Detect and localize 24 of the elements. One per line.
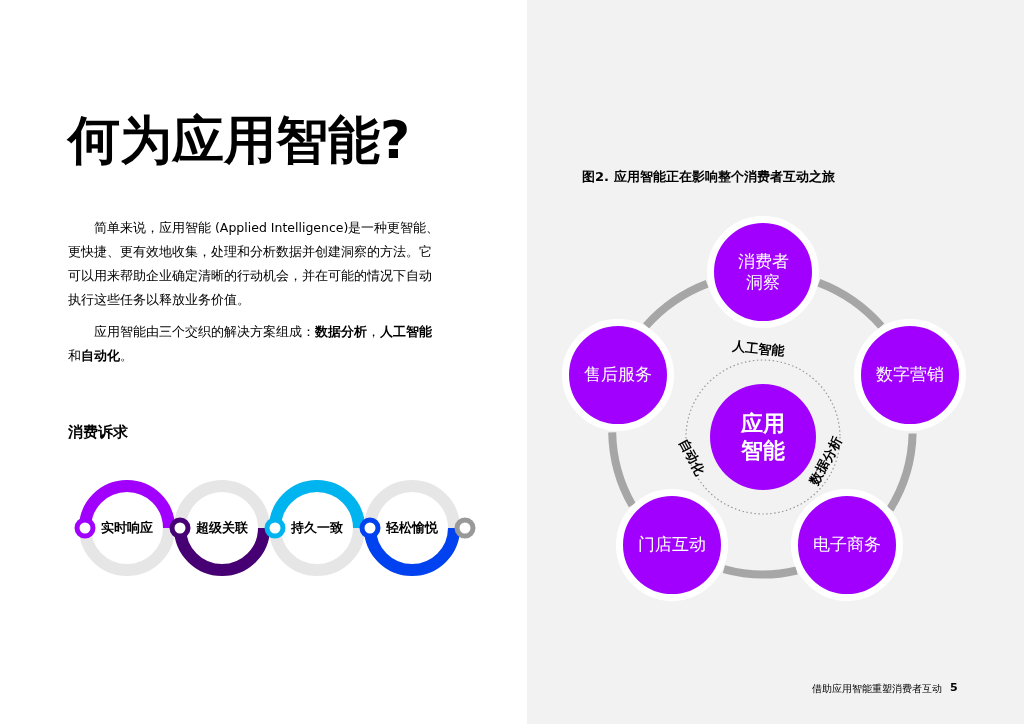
body-paragraph: 简单来说，应用智能 (Applied Intelligence)是一种更智能、更快捷、更有效地收集，处理和分析数据并创建洞察的方法。它可以用来帮助企业确定清晰的行动机会，并在可能的情况下自动执行这些任务以释放业务价值。 bbox=[68, 219, 440, 309]
node-text: 实时响应 bbox=[101, 519, 153, 537]
figure-title: 图2. 应用智能正在影响整个消费者互动之旅 bbox=[582, 168, 835, 186]
node-text: 售后服务 bbox=[583, 364, 653, 386]
node-text: 超级关联 bbox=[196, 519, 248, 537]
page-title: 何为应用智能? bbox=[68, 112, 411, 170]
node-text: 应用智能 bbox=[740, 409, 786, 465]
body-paragraph: 应用智能由三个交织的解决方案组成：数据分析，人工智能和自动化。 bbox=[68, 323, 433, 365]
node-text: 持久一致 bbox=[291, 519, 343, 537]
footer-text: 借助应用智能重塑消费者互动 bbox=[812, 682, 942, 696]
node-text: 门店互动 bbox=[637, 534, 707, 556]
connector-arc bbox=[643, 280, 709, 329]
node-text: 电子商务 bbox=[812, 534, 882, 556]
node-text: 数字营销 bbox=[875, 364, 945, 386]
page-number: 5 bbox=[950, 681, 958, 694]
connector-arc bbox=[608, 432, 636, 508]
section-heading: 消费诉求 bbox=[68, 423, 128, 442]
curved-label: 数据分析 bbox=[805, 433, 846, 489]
curved-label: 自动化 bbox=[675, 435, 709, 479]
connector-arc bbox=[723, 565, 798, 579]
node-text: 消费者洞察 bbox=[736, 250, 790, 294]
connector-arc bbox=[817, 279, 885, 329]
node-text: 轻松愉悦 bbox=[386, 519, 438, 537]
curved-label: 人工智能 bbox=[731, 337, 785, 361]
